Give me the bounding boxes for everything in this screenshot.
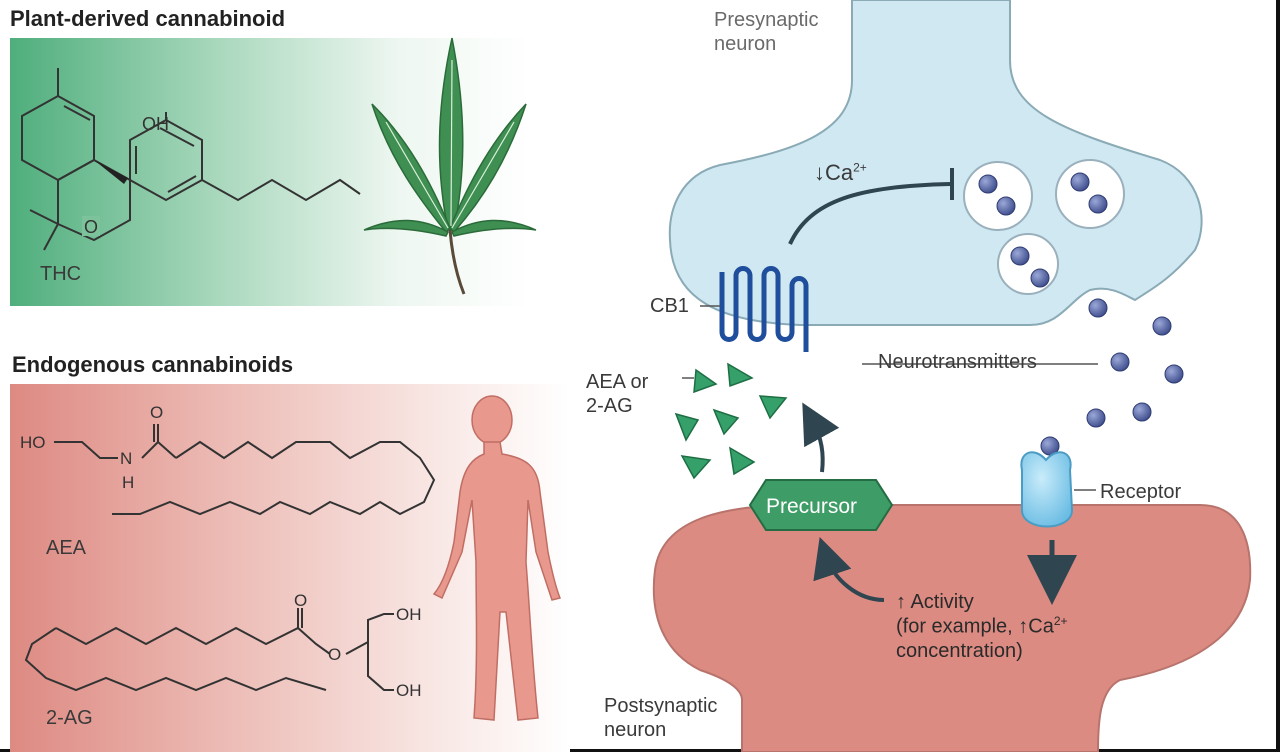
ligand-label-line1: AEA or <box>586 371 649 393</box>
precursor-shape <box>748 479 894 531</box>
activity-line2-text: (for example, ↑Ca <box>896 615 1054 638</box>
activity-line3: concentration) <box>896 639 1023 662</box>
ligand-label-line2: 2-AG <box>586 395 633 417</box>
receptor-label: Receptor <box>1100 481 1182 503</box>
cannabis-leaf-icon <box>363 37 537 295</box>
postsynaptic-label: Postsynaptic neuron <box>604 694 717 742</box>
calcium-down-label: ↓Ca2+ <box>814 160 867 186</box>
cb1-label: CB1 <box>650 295 689 317</box>
plant-section-title: Plant-derived cannabinoid <box>10 6 286 31</box>
presynaptic-terminal <box>668 0 1203 326</box>
postsynaptic-label-line1: Postsynaptic <box>604 695 718 717</box>
calcium-charge: 2+ <box>853 160 867 175</box>
activity-line2: (for example, ↑Ca2+ <box>896 614 1068 639</box>
aea-h-label: H <box>122 473 134 492</box>
activity-label: ↑ Activity (for example, ↑Ca2+ concentra… <box>896 590 1068 663</box>
presynaptic-label: Presynaptic neuron <box>714 8 819 56</box>
presynaptic-label-line1: Presynaptic <box>714 9 819 31</box>
human-figure-icon <box>432 395 562 721</box>
thc-label: THC <box>40 263 82 285</box>
activity-line2-charge: 2+ <box>1053 614 1068 628</box>
aea-structure: HO N H O <box>20 403 436 516</box>
endogenous-section-title: Endogenous cannabinoids <box>12 352 294 377</box>
cb1-receptor <box>719 266 809 352</box>
twoag-label: 2-AG <box>46 707 93 729</box>
aea-label: AEA <box>46 537 87 559</box>
postsynaptic-terminal <box>652 504 1252 752</box>
receptor-shape <box>1020 451 1074 528</box>
twoag-structure: O O OH OH <box>24 591 422 700</box>
precursor-label: Precursor <box>766 495 858 518</box>
presynaptic-label-line2: neuron <box>714 33 777 55</box>
activity-line1: ↑ Activity <box>896 591 974 613</box>
aea-n-label: N <box>120 449 132 468</box>
aea-o-label: O <box>150 403 163 422</box>
thc-oxygen-label: O <box>84 217 98 237</box>
twoag-oh2-label: OH <box>396 681 422 700</box>
synapse-diagram <box>652 0 1252 752</box>
thc-structure: O OH <box>21 68 361 251</box>
postsynaptic-label-line2: neuron <box>604 719 667 741</box>
twoag-oh1-label: OH <box>396 605 422 624</box>
ligand-label: AEA or 2-AG <box>586 370 648 418</box>
calcium-symbol: Ca <box>825 160 854 185</box>
thc-oh-label: OH <box>142 114 169 134</box>
aea-ho-label: HO <box>20 433 46 452</box>
twoag-o2-label: O <box>328 645 341 664</box>
down-arrow-icon: ↓ <box>814 160 825 185</box>
twoag-o1-label: O <box>294 591 307 610</box>
neurotransmitters-label: Neurotransmitters <box>878 351 1037 373</box>
